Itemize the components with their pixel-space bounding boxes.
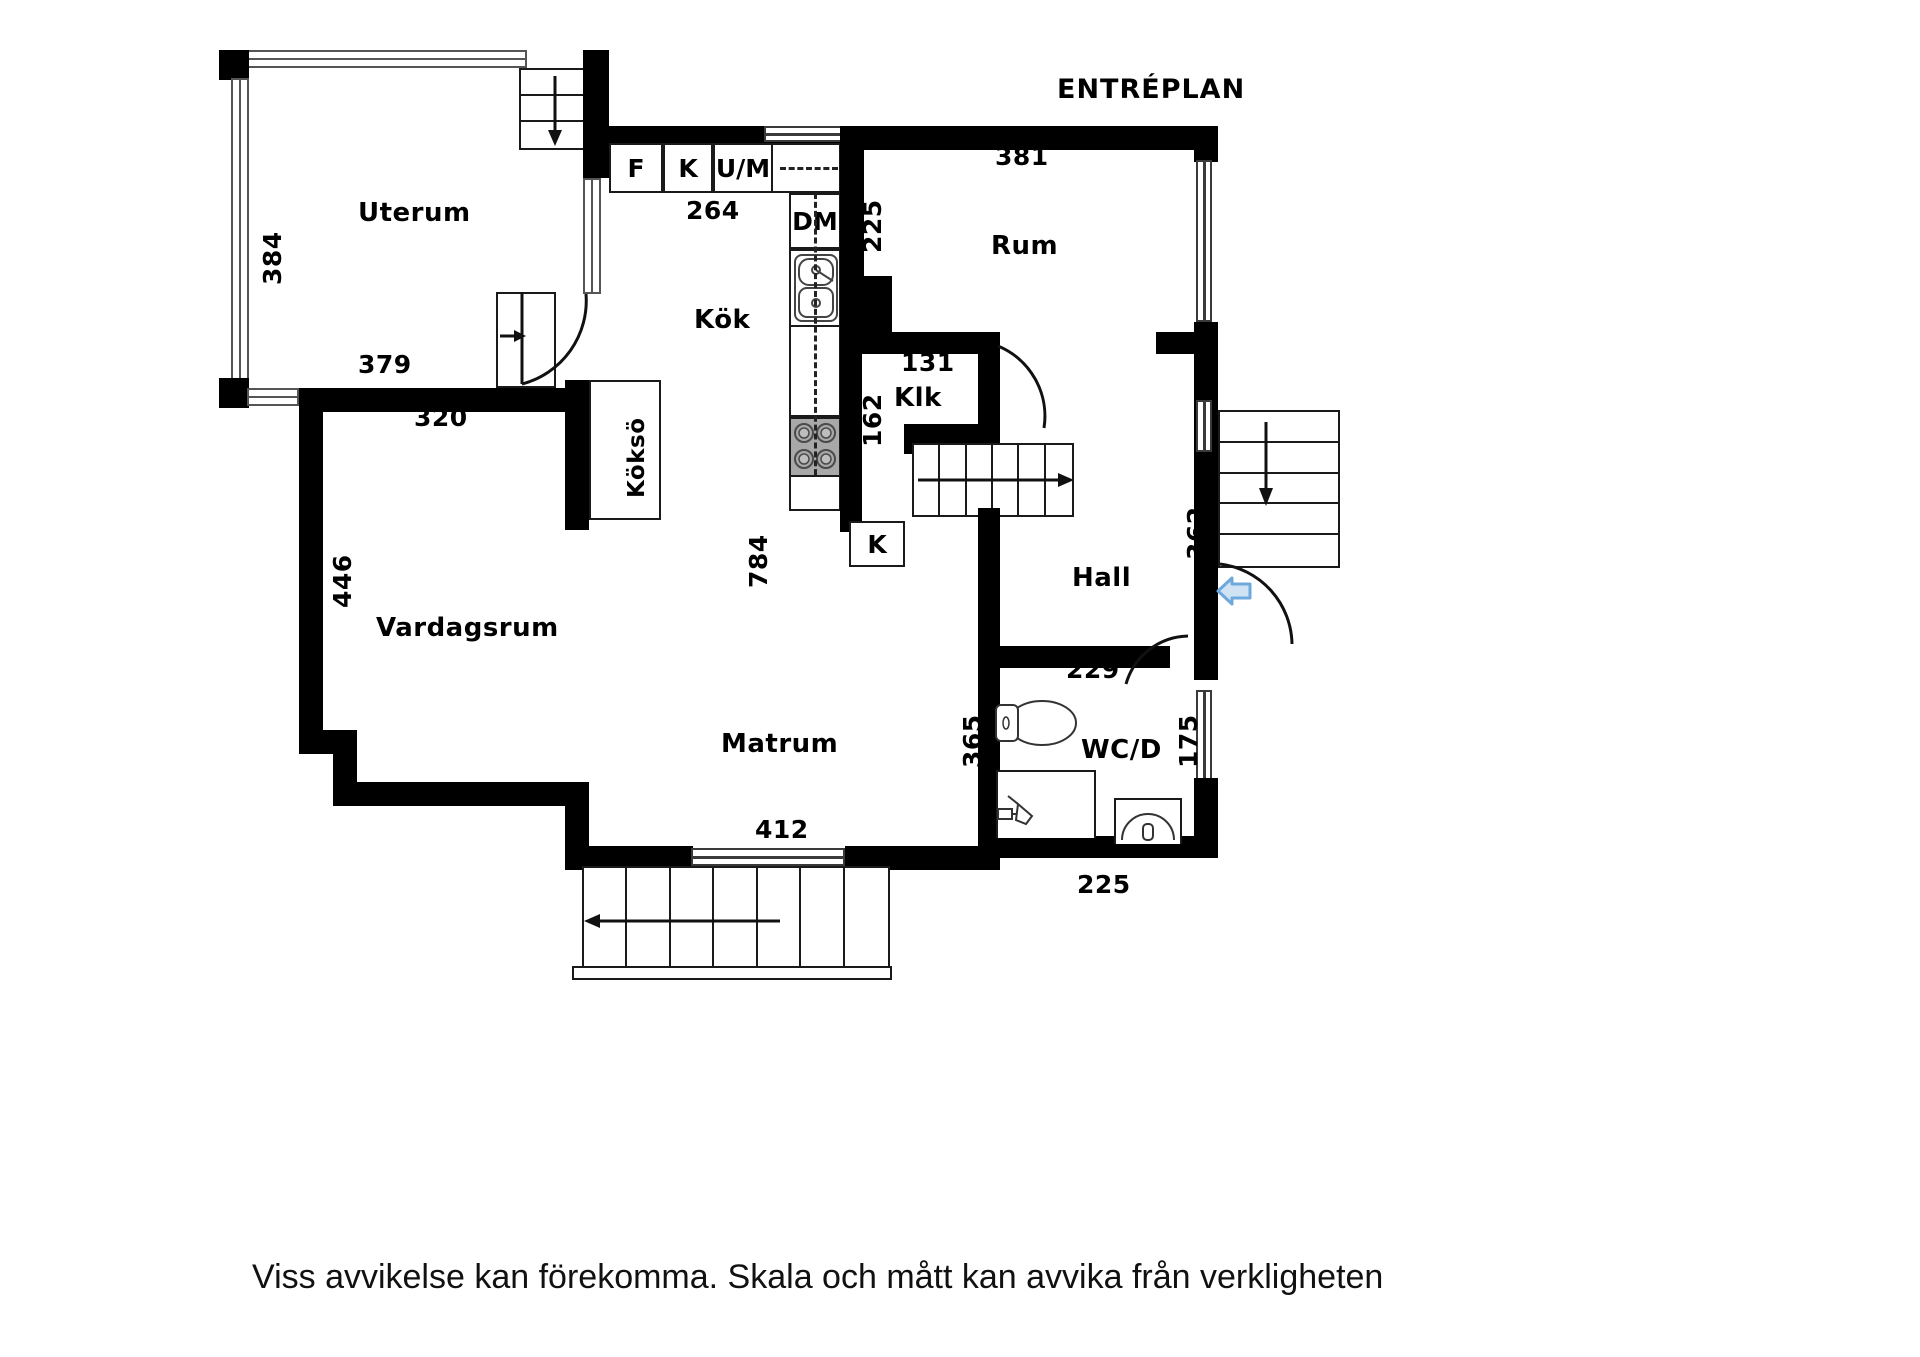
page-title: ENTRÉPLAN	[1057, 74, 1246, 105]
appliance-freezer: K	[663, 143, 713, 193]
stairs-terrace-arrow-icon	[584, 914, 780, 928]
door-wc-swing-icon	[1124, 634, 1189, 685]
wall-living-left-upper	[299, 388, 323, 738]
wall-wc-right-upper	[1194, 622, 1218, 680]
dimension-vardagsrum-top: 320	[414, 403, 468, 432]
wall-living-bottom-step	[565, 782, 589, 854]
wall-living-bottom-left	[333, 782, 589, 806]
wall-matrum-right	[978, 530, 1000, 650]
dimension-wc-right: 175	[1174, 714, 1203, 768]
wall-uterum-right-upper	[583, 50, 609, 178]
dimension-matrum-bottom: 412	[755, 815, 809, 844]
dimension-rum-top: 381	[995, 142, 1049, 171]
window-hall-right	[1196, 400, 1212, 452]
wall-rum-right-upper	[1194, 126, 1218, 162]
toilet-icon	[995, 700, 1077, 746]
wall-corner-uterum-tl	[219, 50, 249, 80]
wall-klk-left	[840, 332, 862, 532]
room-label-vardagsrum: Vardagsrum	[376, 613, 559, 643]
wall-corner-uterum-bl	[219, 378, 249, 408]
kitchen-counter-dashline	[780, 167, 838, 170]
stairs-entry-arrow-icon	[1259, 422, 1273, 506]
room-label-rum: Rum	[991, 231, 1059, 261]
wall-living-notch-vert	[333, 730, 357, 788]
dimension-uterum-left: 384	[258, 231, 287, 285]
window-matrum-bottom	[691, 848, 845, 866]
kitchen-island-lower	[789, 477, 841, 511]
appliance-oven-micro: U/M	[713, 143, 773, 193]
wall-wc-bottom	[978, 836, 1218, 858]
wall-hall-right-lower	[1194, 452, 1218, 622]
dimension-wc-top: 229	[1066, 655, 1120, 684]
wall-klk-bottom-left	[904, 424, 1000, 446]
wall-wc-top-right	[1130, 646, 1170, 668]
dimension-rum-left: 225	[858, 199, 887, 253]
wall-wc-top-left	[978, 646, 1130, 668]
wall-rum-bottom-right	[1156, 332, 1218, 354]
dimension-hall-right: 362	[1182, 506, 1211, 560]
koksö-unit	[589, 380, 661, 520]
wall-klk-right	[978, 344, 1000, 444]
appliance-closet-k: K	[849, 521, 905, 567]
dimension-uterum-bottom: 379	[358, 350, 412, 379]
terrace-edge	[572, 966, 892, 980]
dimension-kok-top: 264	[686, 196, 740, 225]
dimension-wc-left: 365	[958, 714, 987, 768]
dimension-klk-left: 162	[858, 393, 887, 447]
disclaimer-caption: Viss avvikelse kan förekomma. Skala och …	[252, 1258, 1384, 1296]
entrance-arrow	[1216, 576, 1252, 606]
uterum-glass-wall-left	[231, 78, 249, 388]
wall-klk-top	[840, 332, 1000, 354]
room-label-uterum: Uterum	[358, 198, 471, 228]
dimension-kok-center: 784	[744, 534, 773, 588]
shower-head-icon	[997, 795, 1034, 826]
window-kitchen-top	[764, 126, 846, 142]
dimension-klk-top: 131	[901, 348, 955, 377]
wall-rum-left-stub	[840, 276, 892, 332]
wall-rum-top	[840, 126, 1218, 150]
uterum-glass-wall-right	[583, 178, 601, 294]
wall-kitchen-left	[565, 380, 589, 530]
wall-rum-left-upper	[840, 126, 864, 286]
window-rum-right	[1196, 160, 1212, 322]
stairs-klk-arrow-icon	[918, 473, 1074, 487]
wash-basin-icon	[1121, 813, 1175, 841]
uterum-glass-wall-bottom	[247, 388, 299, 406]
stairs-uterum-arrow-icon	[548, 76, 562, 146]
room-label-klk: Klk	[894, 383, 942, 413]
door-uterum-opening	[496, 292, 556, 388]
appliance-fridge: F	[609, 143, 663, 193]
wall-wc-left	[978, 646, 1000, 858]
dimension-wc-bottom: 225	[1077, 870, 1131, 899]
dimension-vardagsrum-left: 446	[328, 554, 357, 608]
door-klk-swing-icon	[997, 344, 1047, 429]
island-center-dashline	[814, 193, 817, 493]
door-uterum-swing-icon	[500, 292, 588, 386]
uterum-glass-wall-top	[247, 50, 527, 68]
stairs-entry	[1218, 410, 1340, 568]
room-label-matrum: Matrum	[721, 729, 839, 759]
cooktop-icon	[794, 423, 836, 469]
room-label-hall: Hall	[1072, 563, 1132, 593]
shower-area	[996, 770, 1096, 838]
entrance-door-swing-icon	[1219, 562, 1294, 645]
room-label-wcd: WC/D	[1081, 735, 1162, 765]
room-label-kok: Kök	[694, 305, 751, 335]
room-label-koksö: Köksö	[624, 417, 650, 498]
wall-living-top	[299, 388, 589, 412]
